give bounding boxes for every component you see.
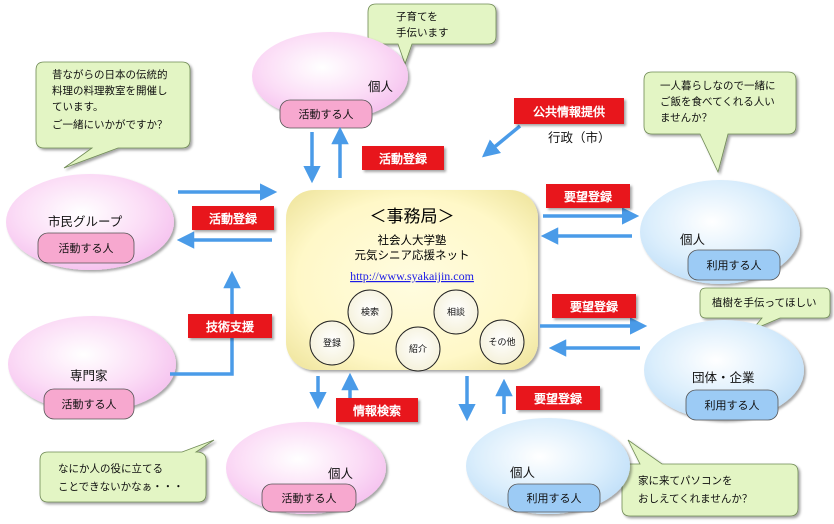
bubble-left-line1: 昔ながらの日本の伝統的 <box>52 68 168 81</box>
node-top-individual-label: 個人 <box>368 79 394 94</box>
svg-text:公共情報提供: 公共情報提供 <box>533 104 605 119</box>
center-office: ＜事務局＞ 社会人大学塾 元気シニア応援ネット http://www.syaka… <box>286 190 538 372</box>
tag-activity-reg-top: 活動登録 <box>362 146 444 170</box>
node-top-individual-pill: 活動する人 <box>299 107 354 121</box>
op-introduce: 紹介 <box>409 343 427 355</box>
center-url-link[interactable]: http://www.syakaijin.com <box>350 269 475 283</box>
bubble-bottom-right-line2: おしえてくれませんか？ <box>638 493 752 505</box>
bubble-top-line2: 手伝います <box>396 26 449 39</box>
bubble-right-top-line2: ご飯を食べてくれる人い <box>660 95 775 108</box>
svg-text:活動登録: 活動登録 <box>379 151 428 166</box>
bubble-left-line3: ています。 <box>52 101 103 113</box>
node-right-individual-label: 個人 <box>680 232 706 247</box>
node-bottom-right-individual-pill: 利用する人 <box>527 492 582 505</box>
speech-bubble-top: 子育てを 手伝います <box>367 3 497 66</box>
node-company-pill: 利用する人 <box>705 399 760 412</box>
speech-bubble-right-top: 一人暮らしなので一緒に ご飯を食べてくれる人い ませんか？ <box>643 71 797 174</box>
bubble-right-top-line1: 一人暮らしなので一緒に <box>660 79 776 92</box>
tag-request-reg-1: 要望登録 <box>546 184 630 208</box>
tag-tech-support: 技術支援 <box>188 314 272 338</box>
op-consult: 相談 <box>447 306 465 318</box>
node-bottom-right-individual: 個人 利用する人 <box>466 418 630 514</box>
svg-text:要望登録: 要望登録 <box>564 189 613 204</box>
svg-text:要望登録: 要望登録 <box>570 299 619 314</box>
bubble-right-top-line3: ませんか？ <box>660 112 712 124</box>
bubble-left-line4: ご一緒にいかがですか？ <box>52 118 168 131</box>
node-citizen-group: 市民グループ 活動する人 <box>6 174 174 270</box>
svg-text:要望登録: 要望登録 <box>534 391 583 406</box>
arrow-expert-to-office <box>170 270 241 376</box>
center-line1: 社会人大学塾 <box>378 233 447 247</box>
node-expert: 専門家 活動する人 <box>8 316 176 420</box>
speech-bubble-right-mid: 植樹を手伝ってほしい <box>699 287 831 331</box>
svg-text:活動登録: 活動登録 <box>209 211 258 226</box>
bubble-top-line1: 子育てを <box>396 10 438 23</box>
op-other: その他 <box>488 336 515 348</box>
svg-text:技術支援: 技術支援 <box>206 319 255 334</box>
tag-public-info: 公共情報提供 <box>514 98 624 124</box>
tag-activity-reg-left: 活動登録 <box>192 206 274 230</box>
bubble-bottom-right-line1: 家に来てパソコンを <box>638 474 733 487</box>
tag-request-reg-3: 要望登録 <box>516 386 600 410</box>
arrow-government-to-office <box>481 124 522 158</box>
svg-text:情報検索: 情報検索 <box>353 403 401 418</box>
center-title: ＜事務局＞ <box>370 207 455 227</box>
op-register: 登録 <box>323 337 341 349</box>
government-label: 行政（市） <box>548 130 611 145</box>
node-company: 団体・企業 利用する人 <box>644 320 804 421</box>
flow-arrows <box>170 124 648 422</box>
speech-bubble-bottom-left: なにか人の役に立てる ことできないかなぁ・・・ <box>39 439 215 503</box>
node-citizen-group-label: 市民グループ <box>48 214 123 229</box>
node-right-individual: 個人 利用する人 <box>640 180 800 284</box>
node-citizen-group-pill: 活動する人 <box>59 241 114 255</box>
op-search: 検索 <box>361 306 379 318</box>
speech-bubble-bottom-right: 家に来てパソコンを おしえてくれませんか？ <box>621 439 799 517</box>
bubble-right-mid-line1: 植樹を手伝ってほしい <box>712 296 816 309</box>
tag-request-reg-2: 要望登録 <box>552 294 636 318</box>
center-line2: 元気シニア応援ネット <box>355 248 470 262</box>
node-bottom-right-individual-label: 個人 <box>510 465 536 480</box>
node-bottom-individual-label: 個人 <box>328 466 354 481</box>
node-bottom-individual-pill: 活動する人 <box>282 491 337 505</box>
node-expert-pill: 活動する人 <box>62 397 117 411</box>
node-bottom-individual: 個人 活動する人 <box>226 422 386 514</box>
node-top-individual: 個人 活動する人 <box>252 32 408 129</box>
bubble-bottom-left-line1: なにか人の役に立てる <box>58 462 163 475</box>
tag-info-search: 情報検索 <box>336 398 418 422</box>
speech-bubble-left: 昔ながらの日本の伝統的 料理の料理教室を開催し ています。 ご一緒にいかがですか… <box>35 61 191 169</box>
bubble-bottom-left-line2: ことできないかなぁ・・・ <box>58 481 184 493</box>
node-right-individual-pill: 利用する人 <box>707 259 762 272</box>
red-tags: 公共情報提供 活動登録 活動登録 技術支援 情報検索 要望登録 要望登録 要望 <box>188 98 636 422</box>
bubble-left-line2: 料理の料理教室を開催し <box>52 84 168 97</box>
node-expert-label: 専門家 <box>70 368 108 383</box>
node-company-label: 団体・企業 <box>692 370 755 385</box>
